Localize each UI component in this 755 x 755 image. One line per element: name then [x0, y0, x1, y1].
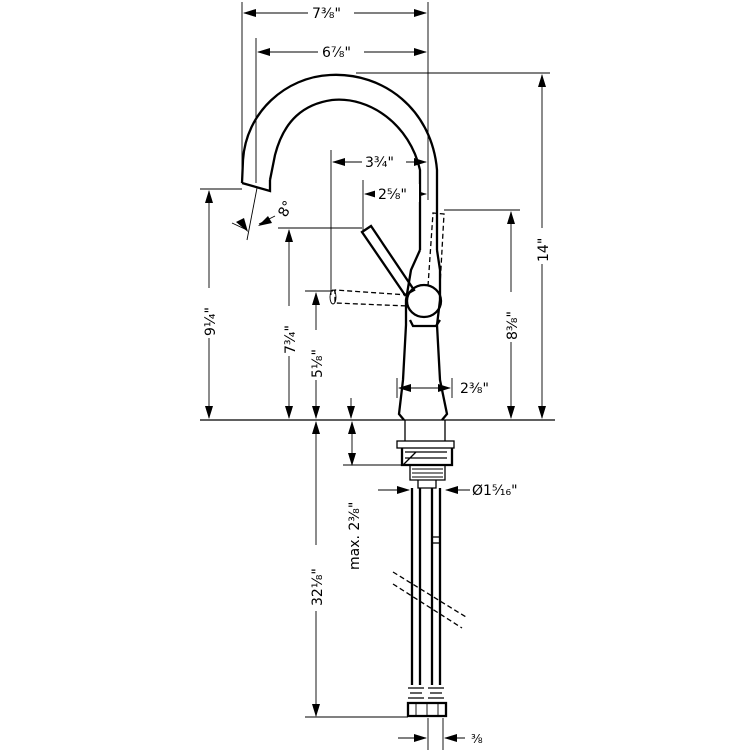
hose-marker — [431, 536, 441, 544]
base-plate — [396, 440, 455, 449]
dim-handle-height: 7¾" — [283, 325, 299, 354]
hose-right — [430, 488, 442, 685]
dim-max-deck-thickness: max. 2⅜" — [347, 502, 363, 570]
dim-spout-inner-width: 6⅞" — [322, 45, 351, 61]
handle-pivot — [405, 283, 443, 319]
spout-inner — [268, 98, 422, 250]
dimension-lines — [200, 2, 550, 750]
dimension-labels: 7⅜" 6⅞" 3¾" 2⅝" 8° 14" 9¼" 7¾" 5⅛" 8⅜" 2… — [200, 3, 552, 746]
mount-block — [404, 420, 446, 441]
dim-handle-low-height: 5⅛" — [310, 349, 326, 378]
faucet-outline — [200, 73, 555, 718]
dim-handle-reach-outer: 3¾" — [365, 155, 394, 171]
dim-hose-length: 32⅛" — [310, 568, 326, 606]
fitting-crimps — [408, 687, 444, 699]
shank-threads — [412, 468, 443, 478]
mount-washer — [402, 451, 447, 466]
body-column-right — [435, 249, 449, 421]
dim-handle-pivot-height: 8⅜" — [505, 311, 521, 340]
hose-left — [410, 488, 422, 685]
lever-handle-horizontal — [334, 289, 409, 307]
lever-handle — [360, 224, 416, 297]
spout-tip — [241, 180, 272, 193]
dim-total-height: 14" — [536, 238, 552, 262]
break-line-lower — [392, 583, 463, 629]
body-column — [397, 249, 422, 421]
dim-handle-reach-inner: 2⅝" — [378, 187, 407, 203]
dim-body-width: 2⅜" — [460, 381, 489, 397]
threaded-shank — [409, 465, 446, 481]
handle-end-horizontal — [329, 289, 337, 305]
fitting-hex-lines — [415, 703, 439, 716]
break-line-upper — [392, 571, 467, 618]
dim-shank-diameter: Ø1⁵⁄₁₆" — [472, 483, 518, 499]
dim-spout-angle: 8° — [275, 198, 297, 220]
lever-handle-vertical — [427, 212, 445, 287]
spout-outer — [240, 73, 439, 250]
mount-nut — [400, 448, 454, 467]
dim-spout-outlet-height: 9¼" — [203, 307, 219, 336]
shank-tip — [417, 480, 437, 489]
dim-spout-outer-width: 7⅜" — [312, 6, 341, 22]
fitting-hex — [406, 701, 448, 718]
dim-connector: ⅜ — [471, 732, 483, 746]
pivot-collar — [408, 319, 441, 328]
